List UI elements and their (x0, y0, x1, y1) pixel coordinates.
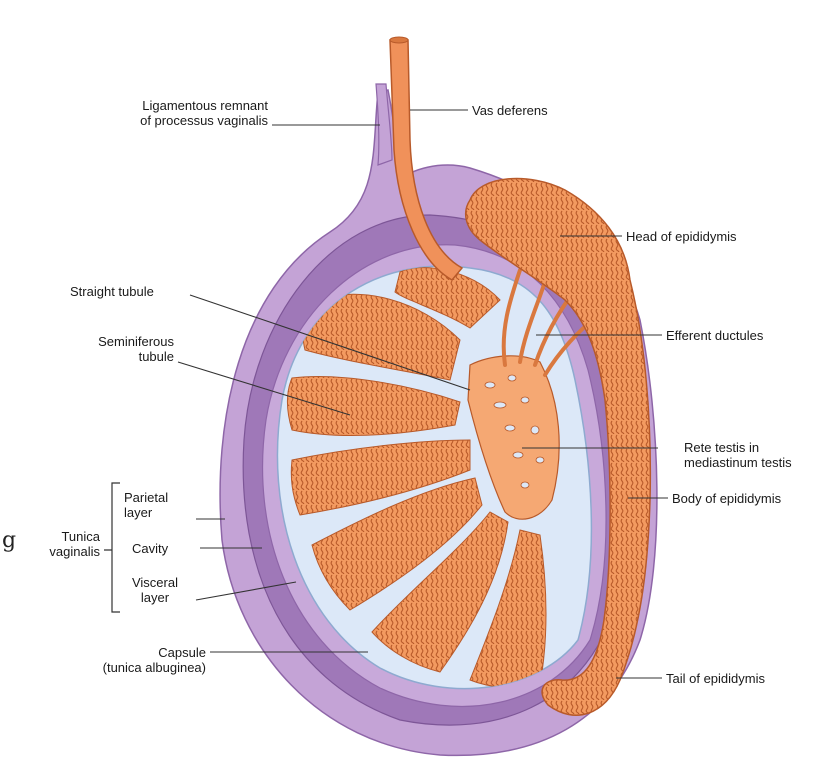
lobule-6-coils (372, 512, 508, 672)
rete-testis-holes (484, 374, 545, 489)
vas-deferens-lumen (389, 36, 409, 44)
lobule-2-coils (303, 294, 460, 380)
leader-lines (177, 109, 668, 679)
edge-letter: g (2, 528, 17, 553)
label-vas-deferens: Vas deferens (472, 103, 548, 118)
label-seminiferous-tubule: Seminiferous tubule (98, 334, 174, 364)
epididymis-coils (465, 178, 651, 716)
tunica-vaginalis-bracket (104, 482, 120, 613)
lobule-1-coils (395, 267, 500, 328)
lobule-3-coils (287, 376, 460, 436)
label-straight-tubule: Straight tubule (70, 284, 154, 299)
lobule-5-coils (312, 478, 482, 610)
label-parietal-layer: Parietal layer (124, 490, 169, 520)
label-rete-testis: Rete testis in mediastinum testis (684, 440, 792, 470)
label-ligamentous-remnant: Ligamentous remnant of processus vaginal… (140, 98, 268, 128)
label-tail-of-epididymis: Tail of epididymis (666, 671, 765, 686)
ligamentous-remnant (375, 83, 393, 166)
label-efferent-ductules: Efferent ductules (666, 328, 764, 343)
lobule-4-coils (291, 440, 470, 515)
label-tunica-vaginalis: Tunica vaginalis (49, 529, 100, 559)
vas-deferens (389, 39, 464, 281)
label-head-of-epididymis: Head of epididymis (626, 229, 737, 244)
label-body-of-epididymis: Body of epididymis (672, 491, 782, 506)
label-visceral-layer: Visceral layer (131, 575, 178, 605)
rete-testis (467, 355, 560, 520)
label-cavity: Cavity (132, 541, 169, 556)
lobule-7-coils (470, 530, 546, 688)
label-capsule: Capsule (tunica albuginea) (102, 645, 206, 675)
